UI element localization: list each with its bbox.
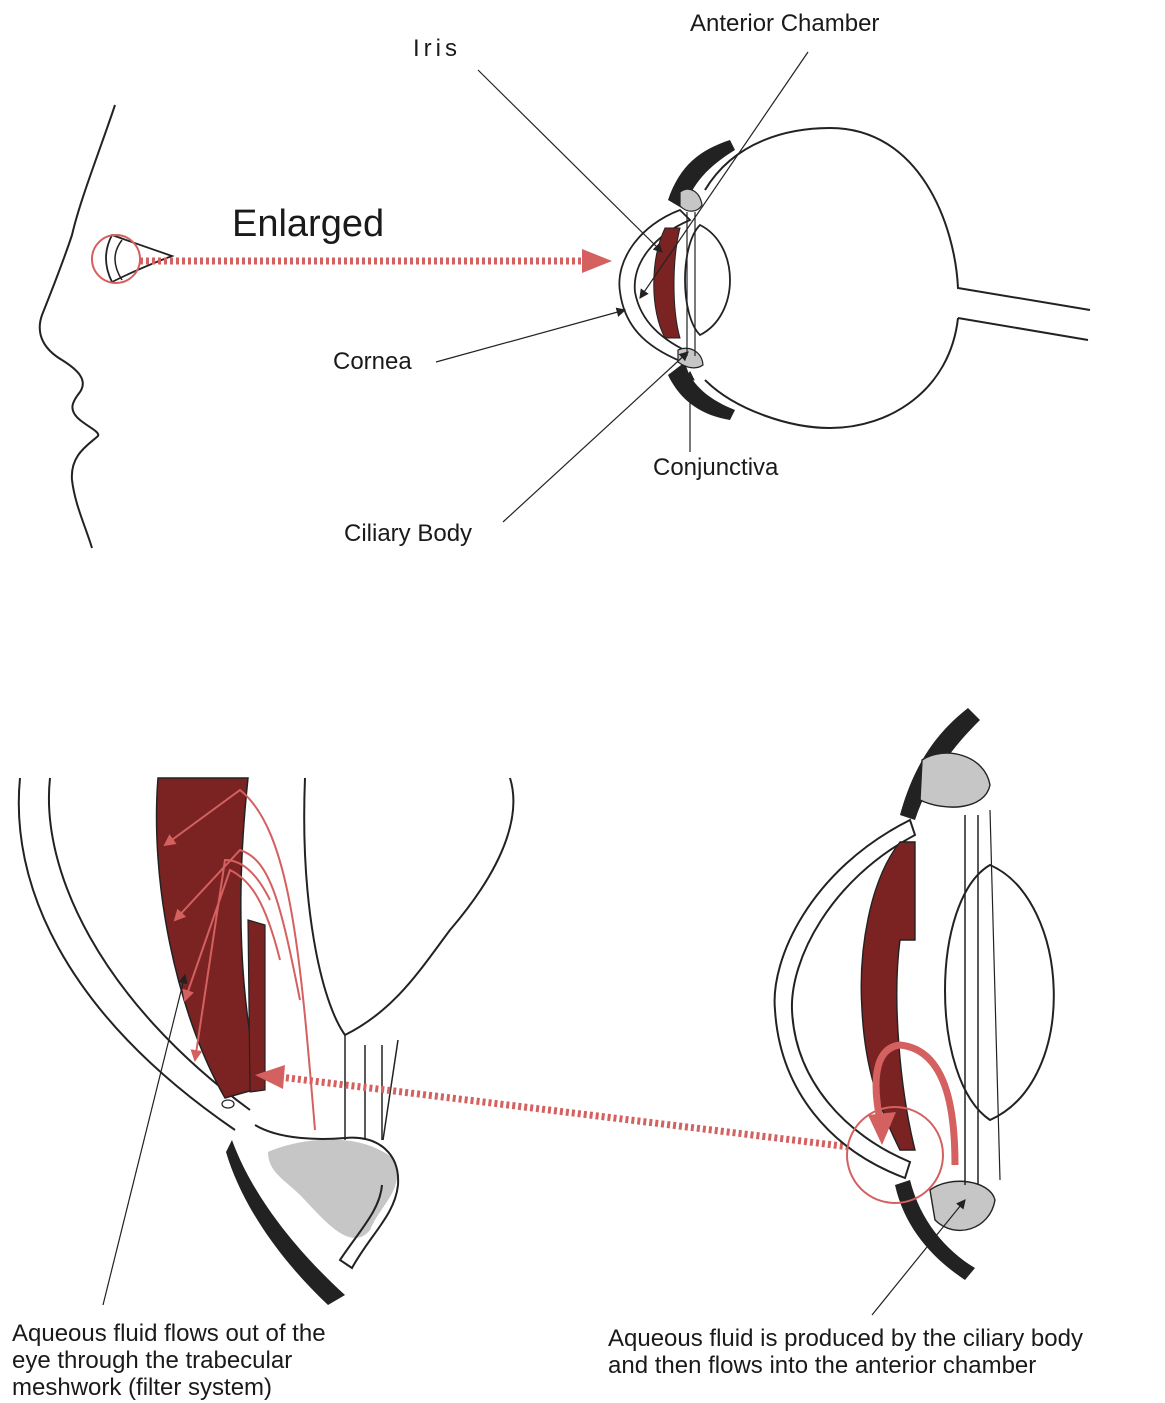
iris-large (157, 778, 260, 1098)
label-iris: Iris (413, 37, 461, 61)
magnified-angle (19, 778, 514, 1305)
ciliary-top (680, 189, 702, 211)
leader-trabecular (103, 975, 185, 1305)
lens (685, 225, 730, 335)
ciliary-top-right (920, 753, 990, 807)
enlarged-arrow (140, 249, 612, 273)
caption-production: Aqueous fluid is produced by the ciliary… (608, 1325, 1083, 1379)
lens-large (304, 778, 513, 1035)
label-enlarged: Enlarged (232, 205, 384, 243)
eyeball-outline (705, 128, 1090, 428)
caption-production-line: and then flows into the anterior chamber (608, 1352, 1083, 1379)
label-cornea: Cornea (333, 350, 412, 374)
sclera-bottom (668, 362, 735, 420)
leader-iris (478, 70, 662, 252)
caption-outflow-line: meshwork (filter system) (12, 1374, 326, 1401)
caption-production-line: Aqueous fluid is produced by the ciliary… (608, 1325, 1083, 1352)
label-conjunctiva: Conjunctiva (653, 456, 778, 480)
label-anterior-chamber: Anterior Chamber (690, 12, 879, 36)
ciliary-bottom-right (930, 1181, 995, 1230)
anterior-segment (775, 708, 1054, 1280)
label-ciliary-body: Ciliary Body (344, 522, 472, 546)
iris-right (861, 842, 915, 1150)
face-profile (40, 105, 115, 548)
caption-outflow-line: eye through the trabecular (12, 1347, 326, 1374)
caption-outflow-line: Aqueous fluid flows out of the (12, 1320, 326, 1347)
leader-cornea (436, 310, 625, 362)
lens-right (945, 865, 1054, 1120)
sclera-top (668, 140, 735, 210)
leader-ciliary-body (503, 352, 688, 522)
caption-outflow: Aqueous fluid flows out of the eye throu… (12, 1320, 326, 1401)
ciliary-body-large (268, 1140, 397, 1238)
